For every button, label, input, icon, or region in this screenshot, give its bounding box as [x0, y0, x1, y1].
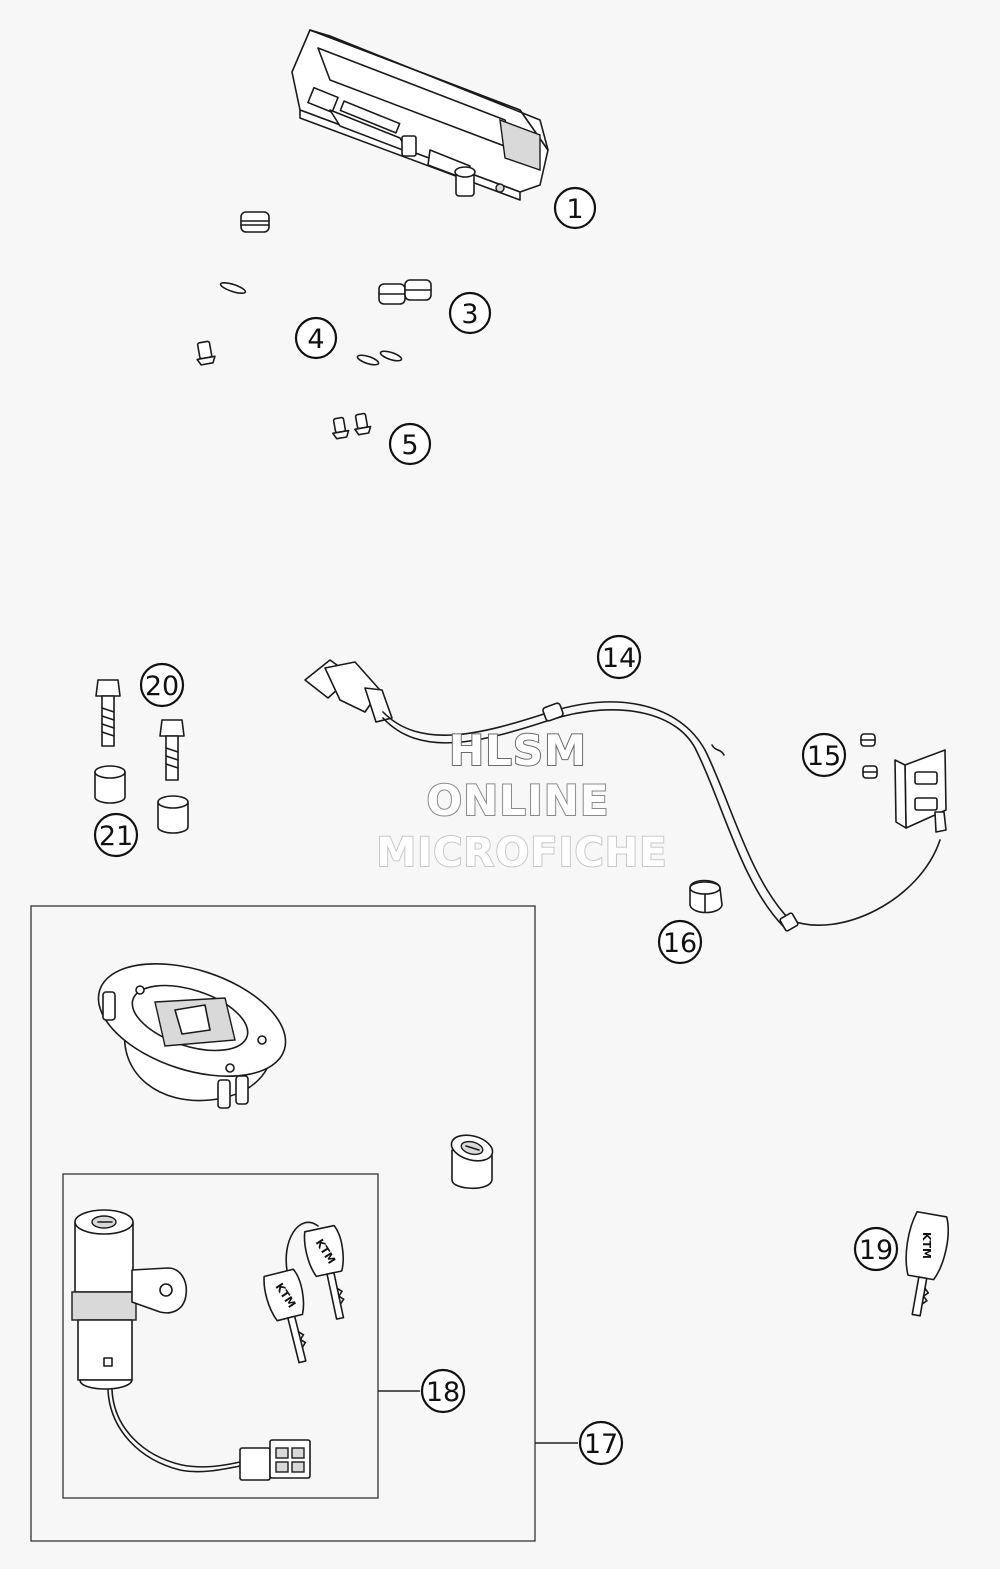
callout-14: 14 — [596, 634, 642, 680]
callout-1-label: 1 — [566, 194, 583, 225]
screw-part — [196, 340, 372, 440]
callout-19: 19 — [853, 1226, 899, 1272]
watermark-line-2: ONLINE — [426, 776, 609, 825]
cable-clip-part — [689, 879, 723, 914]
lock-set-frame — [30, 905, 536, 1542]
callout-21-label: 21 — [99, 821, 133, 852]
ignition-set-frame — [62, 1173, 379, 1499]
callout-1: 1 — [553, 186, 597, 230]
bolt-part — [95, 679, 185, 781]
instrument-cluster-part — [291, 29, 549, 201]
spacer-part — [94, 765, 189, 834]
callout-3: 3 — [448, 291, 492, 335]
callout-20: 20 — [139, 662, 185, 708]
callout-17: 17 — [578, 1420, 624, 1466]
callout-18: 18 — [420, 1368, 466, 1414]
key-logo-text: KTM — [920, 1232, 933, 1259]
callout-21: 21 — [93, 812, 139, 858]
sensor-cable-part — [304, 659, 941, 932]
callout-5-label: 5 — [401, 430, 418, 461]
lock-cylinder-part — [450, 1134, 494, 1190]
watermark: HLSM ONLINE MICROFICHE — [375, 725, 667, 877]
callout-15: 15 — [801, 732, 847, 778]
callout-18-label: 18 — [426, 1377, 460, 1408]
callout-15-label: 15 — [807, 741, 841, 772]
callout-16: 16 — [657, 919, 703, 965]
ignition-switch-part — [71, 1209, 311, 1481]
callout-17-label: 17 — [584, 1429, 618, 1460]
callout-14-label: 14 — [602, 643, 636, 674]
speed-sensor-part — [860, 733, 947, 833]
bushing-part — [219, 281, 403, 366]
callout-20-label: 20 — [145, 671, 179, 702]
callout-19-label: 19 — [859, 1235, 893, 1266]
watermark-line-3: MICROFICHE — [376, 830, 667, 876]
watermark-line-1: HLSM — [449, 726, 587, 775]
callout-4-label: 4 — [307, 324, 324, 355]
callout-4: 4 — [294, 316, 338, 360]
callout-3-label: 3 — [461, 299, 478, 330]
callout-16-label: 16 — [663, 928, 697, 959]
fuel-cap-part — [97, 962, 287, 1109]
grommet-part — [240, 211, 432, 305]
callout-5: 5 — [388, 422, 432, 466]
blank-key-part: KTM — [905, 1210, 949, 1317]
key-pair-part: KTM KTM — [263, 1221, 345, 1364]
